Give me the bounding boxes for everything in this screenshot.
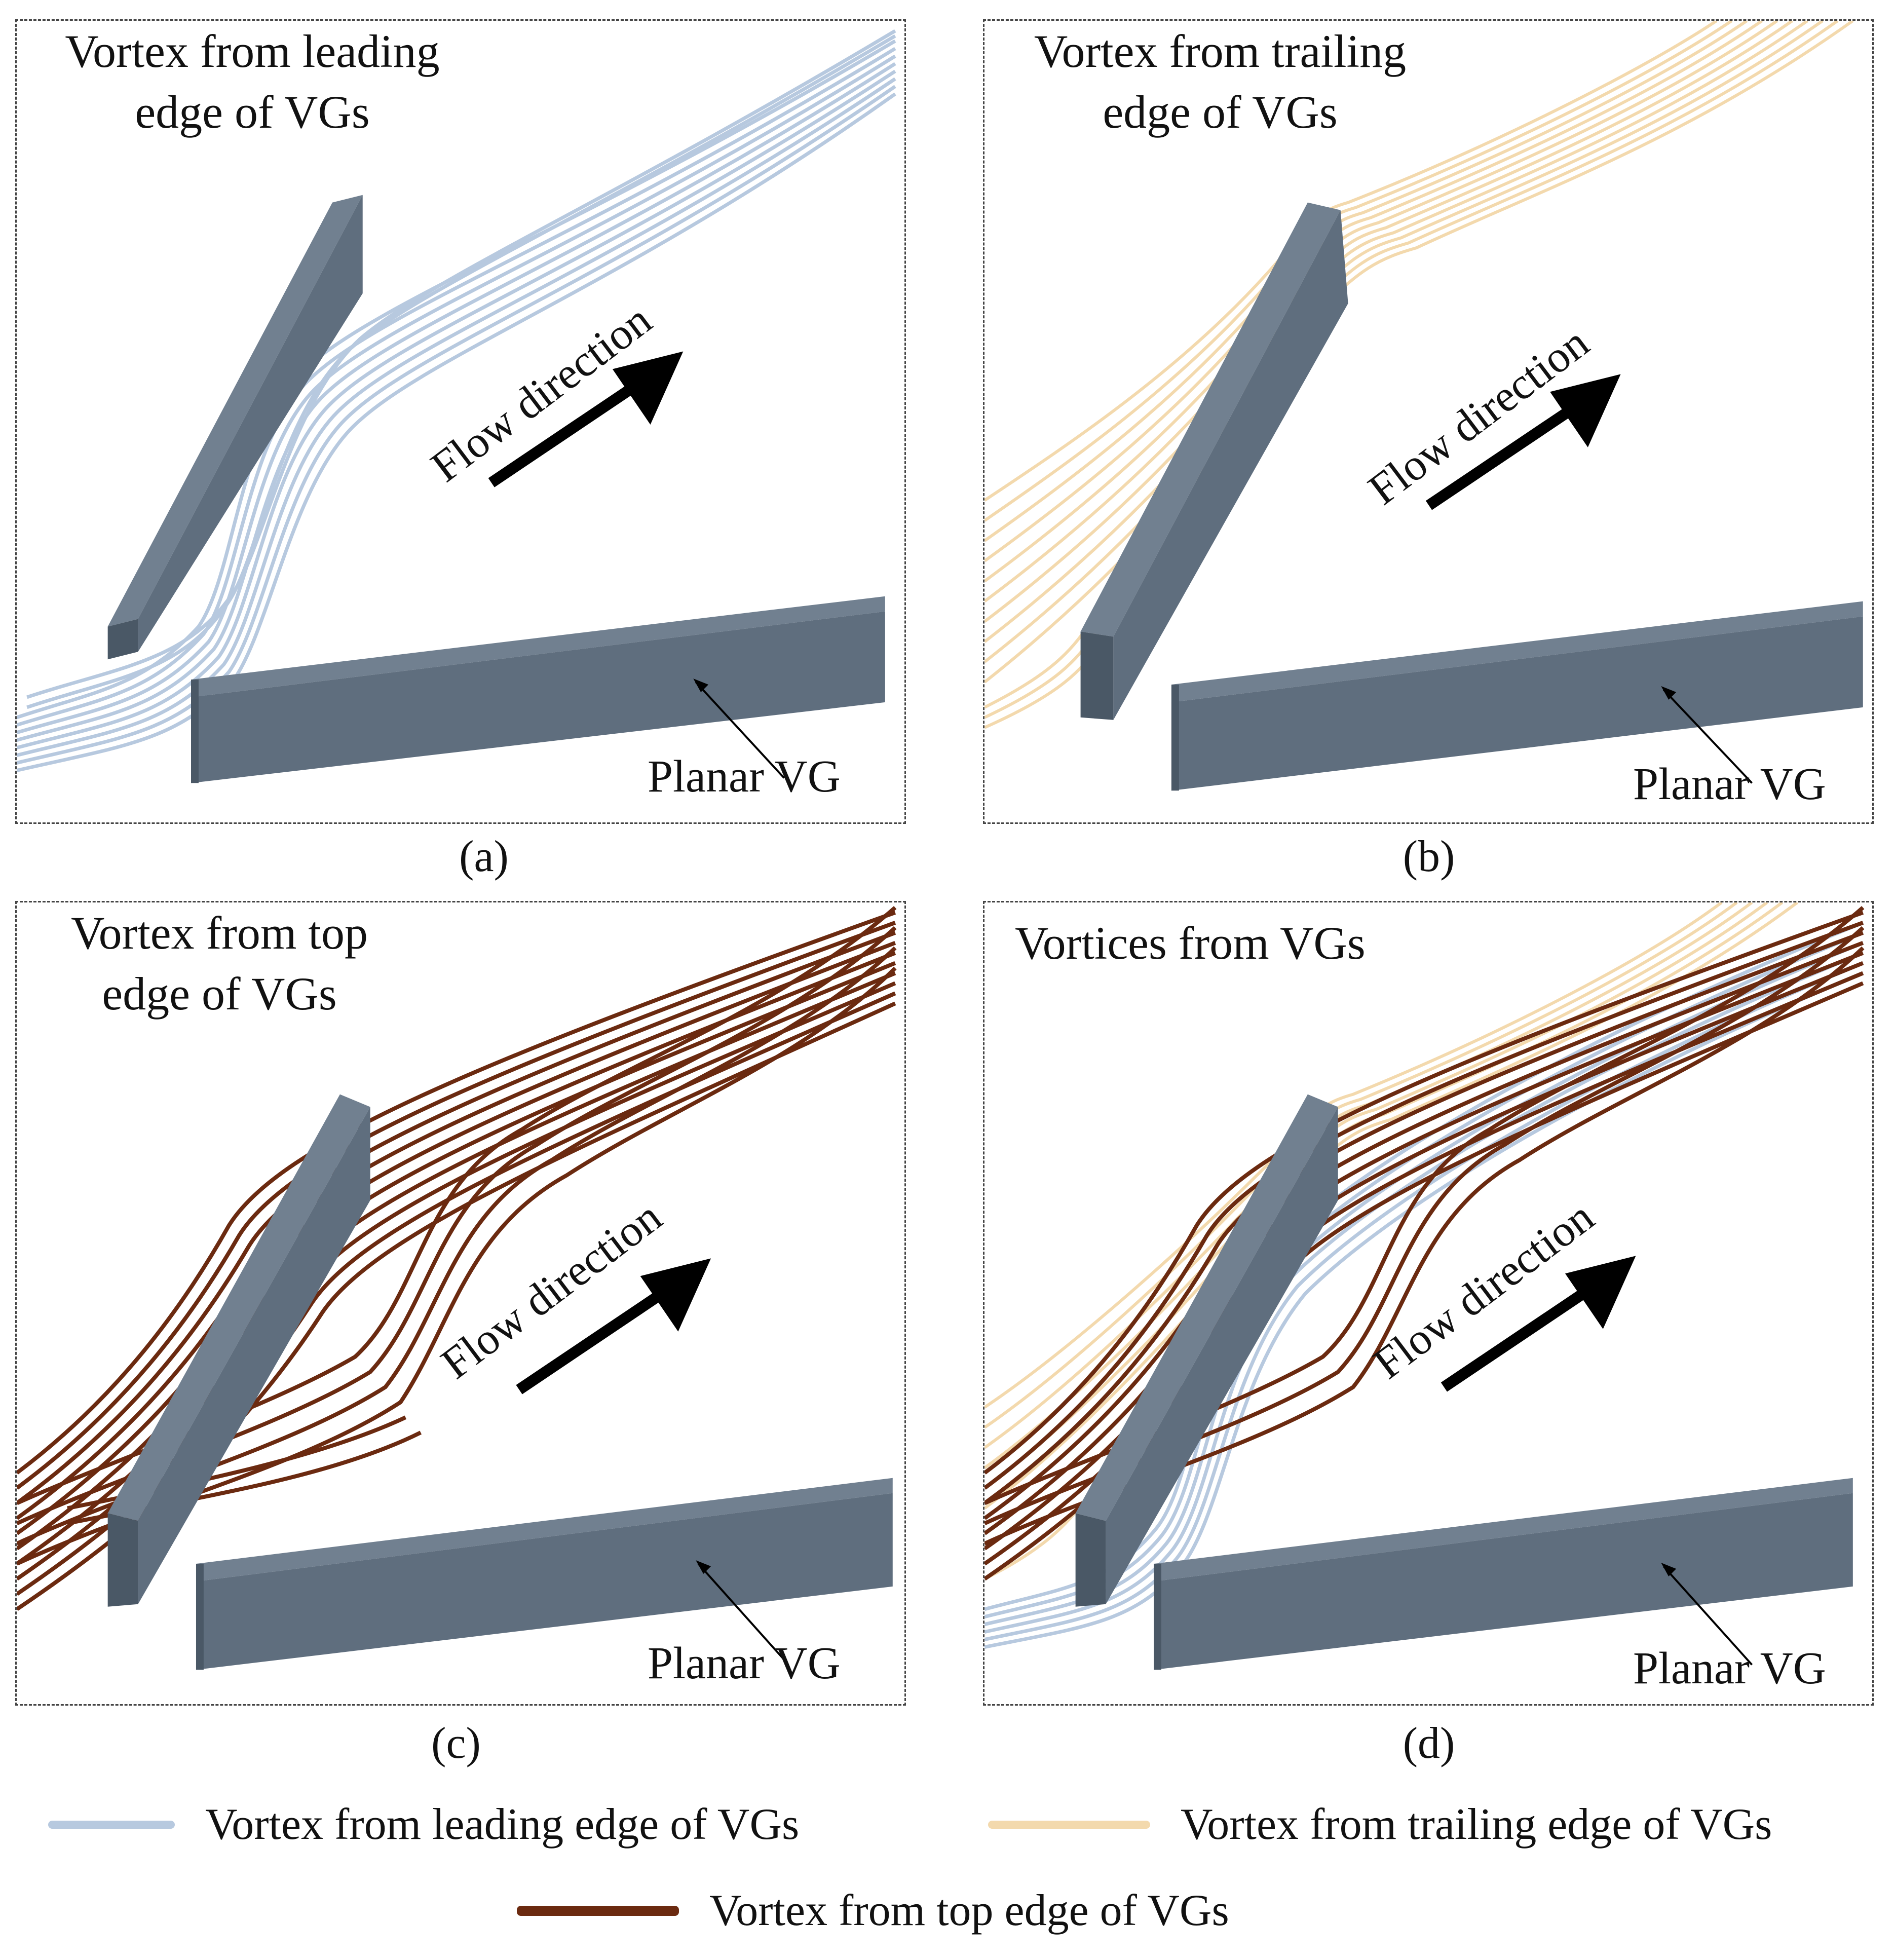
legend-top-label: Vortex from top edge of VGs — [709, 1886, 1229, 1935]
legend-trailing: Vortex from trailing edge of VGs — [988, 1799, 1772, 1850]
panel-c-title: Vortex from top edge of VGs — [70, 907, 368, 1020]
angled-vg — [107, 195, 363, 660]
planar-pointer — [697, 1563, 785, 1661]
legend-leading-label: Vortex from leading edge of VGs — [205, 1800, 800, 1849]
panel-d-planar-label: Planar VG — [1633, 1643, 1826, 1693]
legend-top: Vortex from top edge of VGs — [517, 1885, 1229, 1936]
leading-edge-streamlines — [17, 29, 896, 772]
planar-vg — [1154, 1478, 1853, 1670]
flow-arrow — [1441, 1256, 1636, 1392]
flow-arrow — [488, 351, 684, 487]
panel-d-illustration — [984, 902, 1865, 1670]
panel-a-planar-label: Planar VG — [648, 751, 841, 802]
panel-b: Vortex from trailing edge of VGs Flow di… — [983, 19, 1874, 824]
panel-c: Vortex from top edge of VGs Flow directi… — [15, 901, 906, 1706]
panel-c-planar-label: Planar VG — [648, 1638, 841, 1688]
flow-arrow — [516, 1258, 711, 1394]
panel-d: Vortices from VGs Flow direction Planar … — [983, 901, 1874, 1706]
planar-pointer — [695, 681, 785, 779]
angled-vg — [1075, 1094, 1338, 1607]
planar-pointer — [1662, 689, 1753, 784]
panel-c-caption: (c) — [431, 1719, 481, 1768]
angled-vg — [1080, 202, 1348, 720]
planar-pointer — [1662, 1565, 1753, 1666]
planar-vg — [196, 1478, 893, 1670]
planar-vg — [191, 596, 885, 783]
legend-trailing-label: Vortex from trailing edge of VGs — [1181, 1800, 1772, 1849]
legend-top-swatch — [517, 1905, 679, 1916]
panel-b-illustration — [984, 21, 1863, 791]
panel-d-caption: (d) — [1403, 1719, 1455, 1768]
legend-trailing-swatch — [988, 1820, 1150, 1829]
panel-b-caption: (b) — [1403, 832, 1455, 881]
legend-leading: Vortex from leading edge of VGs — [48, 1799, 799, 1850]
planar-vg — [1171, 601, 1863, 791]
legend-leading-swatch — [48, 1820, 175, 1829]
flow-arrow — [1425, 374, 1621, 510]
angled-vg — [107, 1094, 370, 1607]
panel-a-caption: (a) — [459, 832, 509, 881]
panel-b-planar-label: Planar VG — [1633, 759, 1826, 809]
panel-a: Vortex from leading edge of VGs Flow dir… — [15, 19, 906, 824]
panel-a-title: Vortex from leading edge of VGs — [65, 25, 440, 138]
panel-c-illustration — [17, 906, 897, 1670]
panel-d-title: Vortices from VGs — [1015, 917, 1366, 969]
panel-b-title: Vortex from trailing edge of VGs — [1034, 25, 1407, 138]
panel-a-illustration — [17, 29, 896, 783]
